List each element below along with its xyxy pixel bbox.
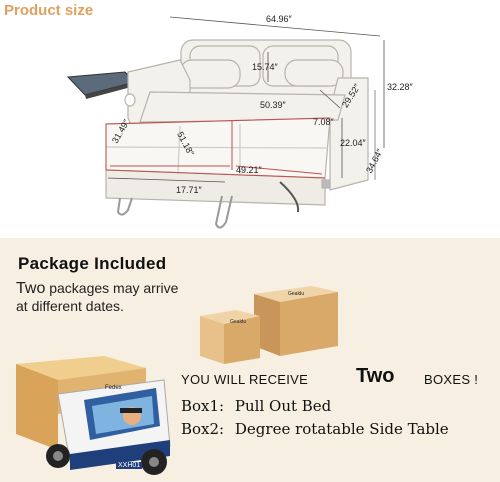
package-note-line2: at different dates. xyxy=(16,298,124,314)
bed-outline xyxy=(105,117,331,179)
package-title: Package Included xyxy=(18,254,167,273)
package-note-line1: Two packages may arrive xyxy=(16,280,178,298)
truck-illustration xyxy=(16,356,171,475)
section-title: Product size xyxy=(4,2,94,19)
dimension-seat-height-label: 22.04″ xyxy=(340,138,366,148)
box1-line: Box1: Pull Out Bed xyxy=(181,397,331,415)
box-left-label: Gealdu xyxy=(230,319,247,325)
dimension-lines xyxy=(107,16,385,183)
package-note-prefix: Two xyxy=(16,280,46,297)
truck-brand: Fedex xyxy=(105,385,122,391)
box1-text: Pull Out Bed xyxy=(234,397,332,415)
dimension-leg-height-label: 17.71″ xyxy=(176,185,202,195)
receive-count: Two xyxy=(356,365,395,387)
dimension-width-label: 64.96″ xyxy=(266,14,292,24)
receive-left-text: YOU WILL RECEIVE xyxy=(181,372,309,387)
dimension-height-label: 32.28″ xyxy=(387,82,413,92)
box1-label: Box1: xyxy=(181,397,225,415)
box2-text: Degree rotatable Side Table xyxy=(234,420,449,438)
truck-plate: XXH01 xyxy=(116,462,143,469)
dimension-bed-width-label: 49.21″ xyxy=(236,165,262,175)
package-note-text1: packages may arrive xyxy=(49,280,179,296)
sofa-dimension-diagram xyxy=(66,16,385,229)
dimension-seat-width-label: 50.39″ xyxy=(260,100,286,110)
dimension-armrest-width-label: 7.08″ xyxy=(313,117,334,127)
receive-right-text: BOXES ! xyxy=(424,372,479,387)
sofa-illustration xyxy=(105,39,369,229)
boxes-illustration xyxy=(200,286,338,364)
dimension-back-cushion-label: 15.74″ xyxy=(252,62,278,72)
box-right-label: Gealdu xyxy=(288,291,305,297)
side-table-illustration xyxy=(66,71,136,100)
box2-label: Box2: xyxy=(181,420,225,438)
box2-line: Box2: Degree rotatable Side Table xyxy=(181,420,449,438)
